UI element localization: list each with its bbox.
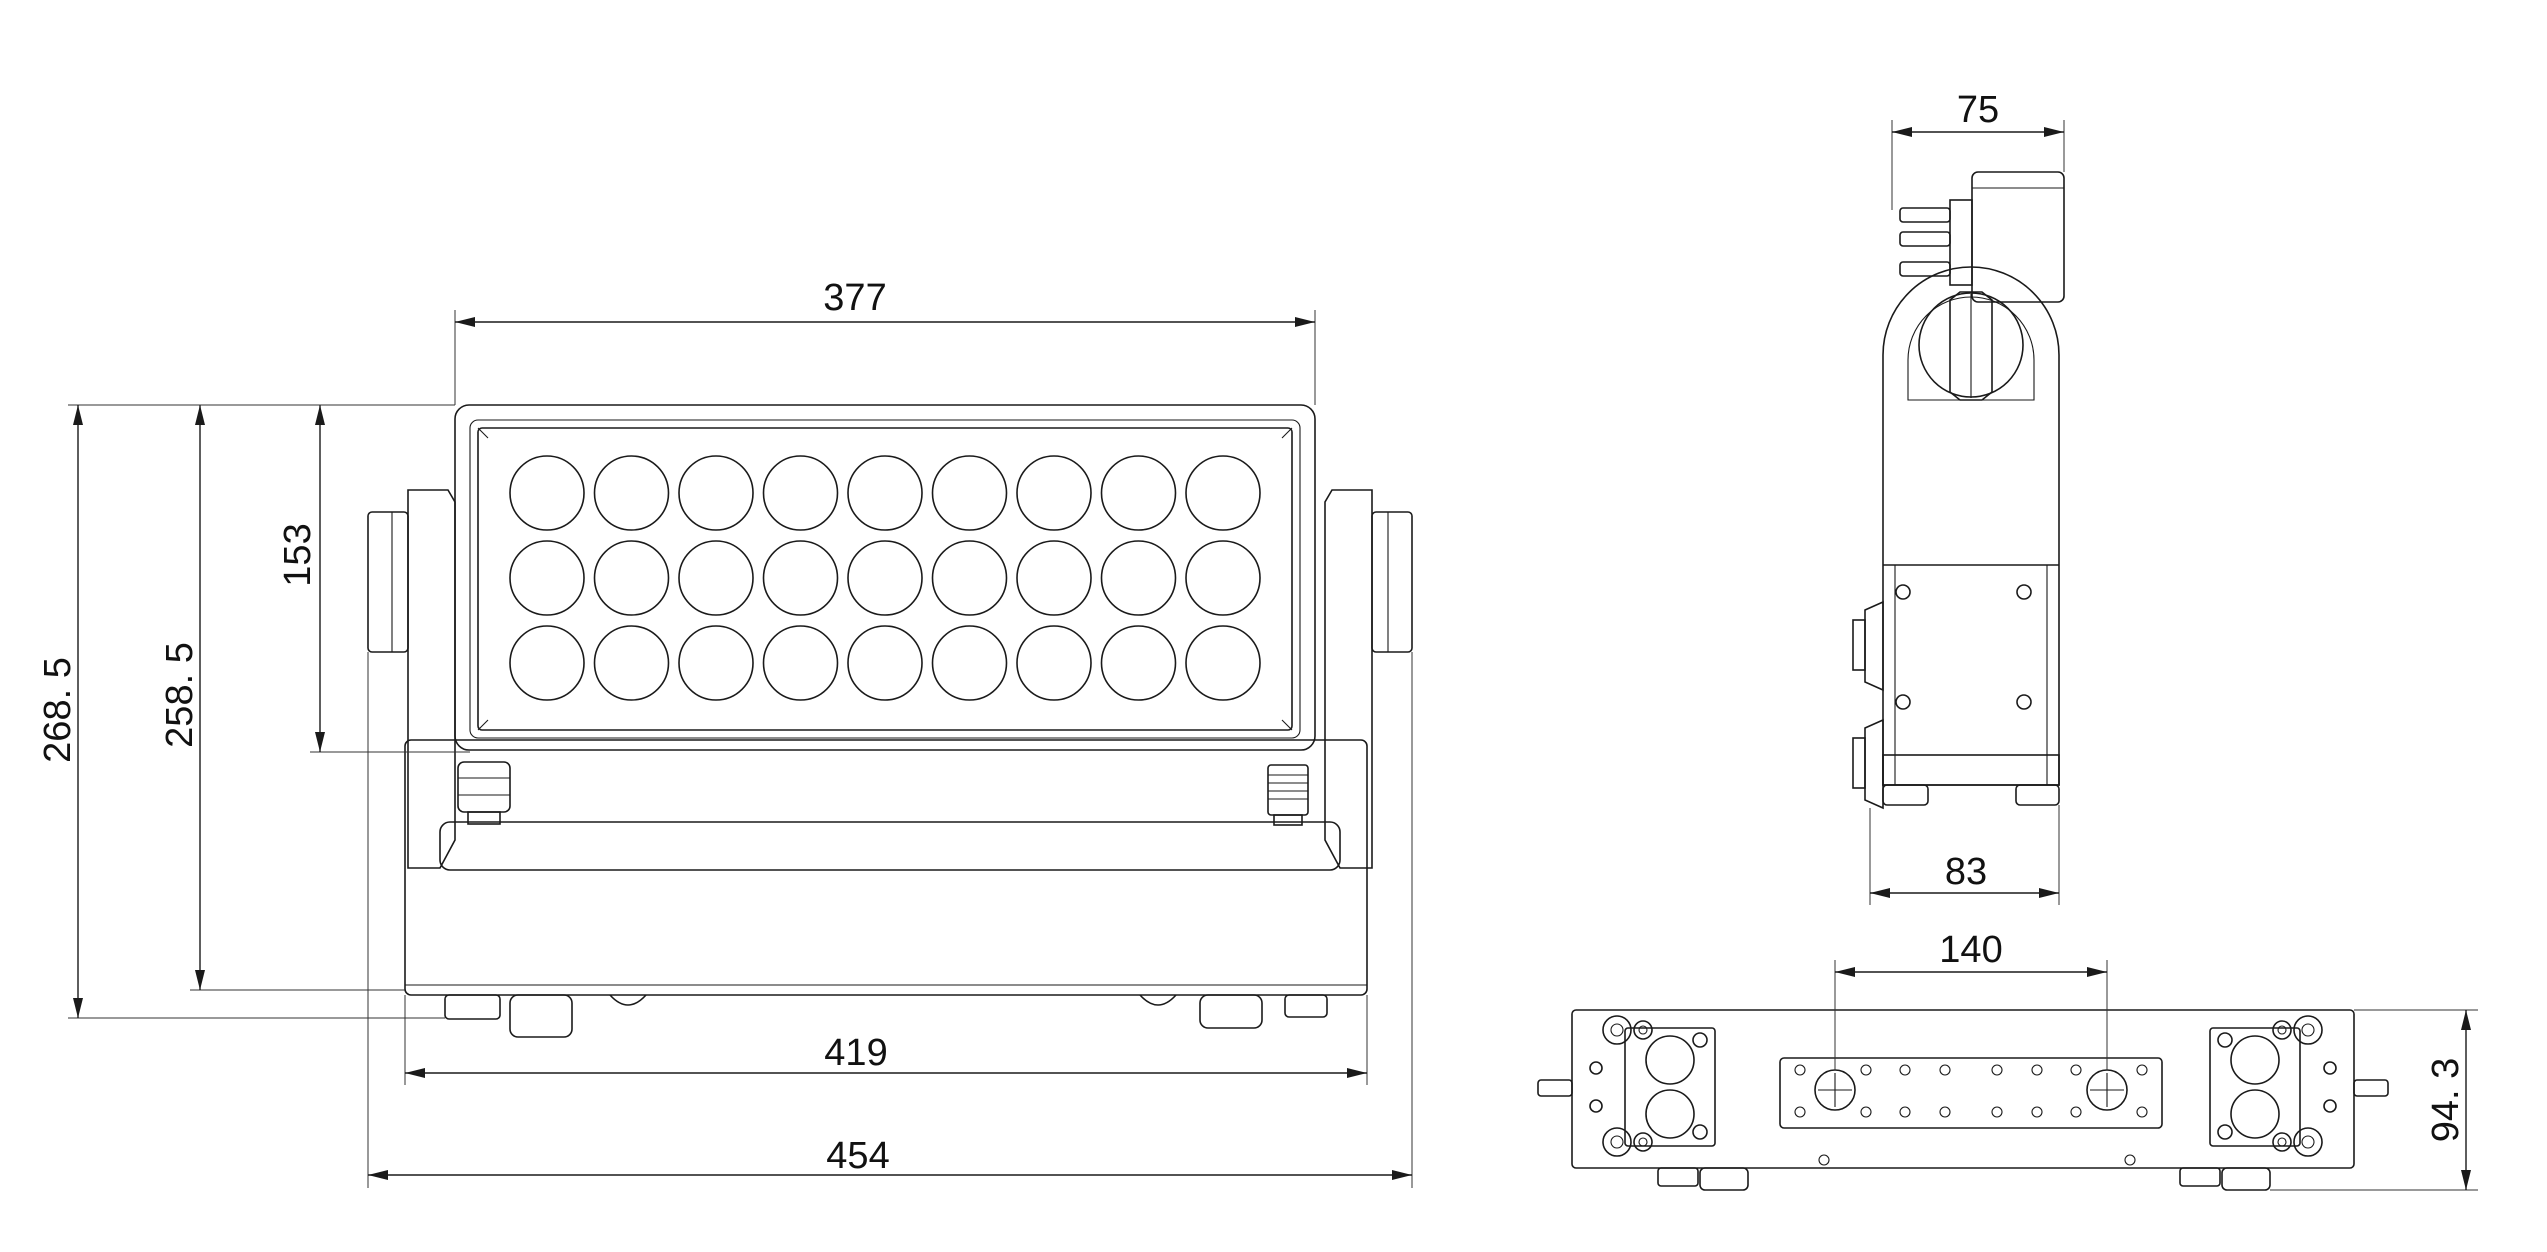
led-lens [847,625,923,701]
dim-side-base-depth: 83 [1945,851,1987,893]
front-cable-gland [457,761,511,825]
front-view [367,404,1413,1038]
dim-overall-width: 454 [826,1135,889,1177]
led-lens [1016,540,1092,616]
dim-lens-height: 153 [277,523,319,586]
bottom-left-connector-plate [1589,1015,1716,1157]
led-lens [593,455,670,531]
bottom-dimensions: 140 94. 3 [1834,929,2478,1191]
led-lens [1016,455,1092,531]
led-lens [678,540,754,616]
led-lens [1100,455,1177,531]
front-dimensions: 377 153 258. 5 268. 5 419 454 [37,277,1413,1188]
led-lens [593,540,670,616]
led-lens [509,625,585,701]
dim-height-outer: 268. 5 [37,657,79,763]
yoke-left [367,489,456,869]
dim-head-width: 377 [823,277,886,319]
led-lens [762,625,839,701]
led-lens [509,540,585,616]
side-dimensions: 75 83 [1869,89,2065,905]
dim-mount-spacing: 140 [1939,929,2002,971]
side-view [1852,171,2065,810]
led-lens-grid [509,455,1261,701]
bottom-right-connector-plate [2209,1015,2337,1157]
led-lens [931,455,1008,531]
yoke-right [1324,489,1413,869]
led-lens [762,540,839,616]
led-lens [1185,455,1261,531]
led-lens [931,540,1008,616]
led-lens [1016,625,1092,701]
led-lens [847,540,923,616]
led-lens [678,455,754,531]
led-lens [762,455,839,531]
led-lens [1185,540,1261,616]
led-lens [1185,625,1261,701]
front-base [404,739,1368,1038]
bottom-view [1537,1009,2389,1191]
front-head [454,404,1316,751]
led-lens [847,455,923,531]
bottom-cable-connectors [1657,1167,2271,1191]
front-connector [1267,764,1309,826]
dim-base-width: 419 [824,1032,887,1074]
dim-side-top-depth: 75 [1957,89,1999,131]
bottom-mounting-plate [1779,1057,2163,1129]
led-lens [1100,540,1177,616]
led-lens [509,455,585,531]
led-lens [593,625,670,701]
led-lens [1100,625,1177,701]
led-lens [931,625,1008,701]
dim-bottom-height: 94. 3 [2425,1058,2467,1143]
dim-height-inner: 258. 5 [159,642,201,748]
led-lens [678,625,754,701]
